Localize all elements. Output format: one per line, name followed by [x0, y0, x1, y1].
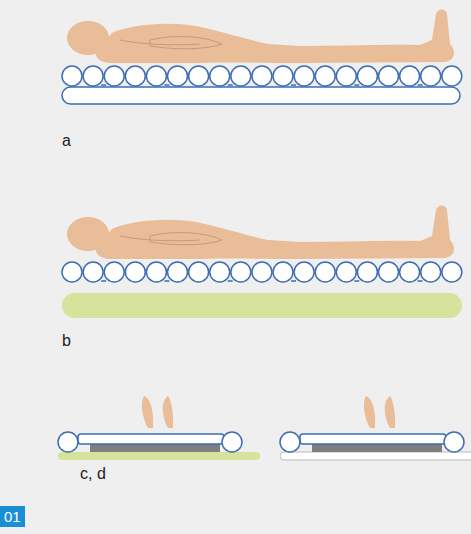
cross-section-without-mat	[280, 396, 471, 460]
person-silhouette	[67, 206, 454, 260]
person-silhouette	[67, 10, 454, 64]
figure-letter: c, d	[80, 466, 106, 482]
figure-letter: a	[62, 133, 71, 149]
person-on-mattress	[62, 10, 462, 105]
figure-number: 01	[0, 506, 25, 527]
figure-number-text: 01	[4, 508, 21, 525]
figure-letter: b	[62, 333, 71, 349]
cross-section-with-mat	[58, 396, 260, 460]
person-on-mattress-with-mat	[62, 206, 462, 319]
